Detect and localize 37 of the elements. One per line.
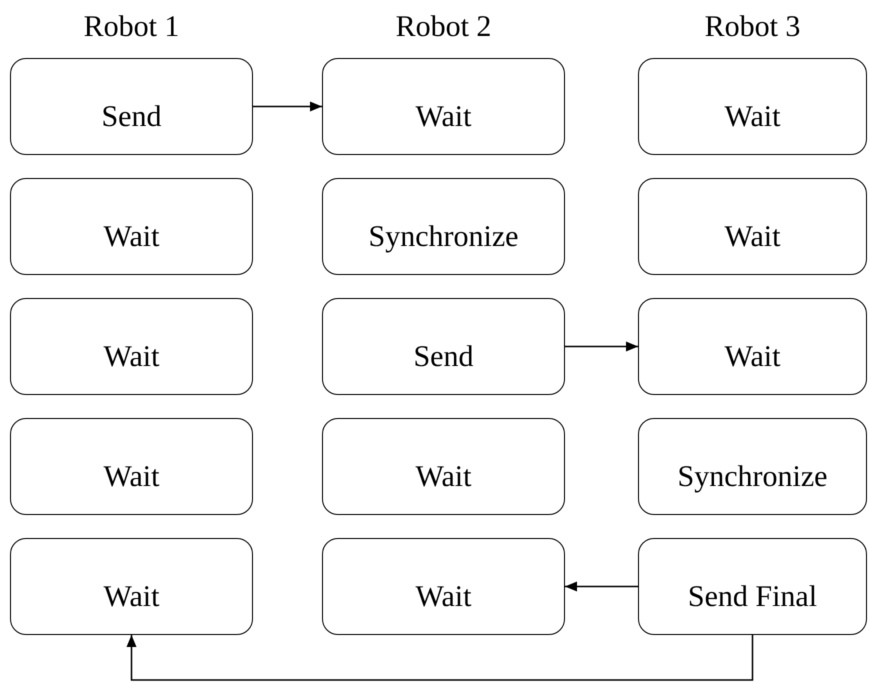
process-box (322, 418, 565, 515)
process-box (638, 178, 867, 275)
arrow (565, 342, 638, 352)
arrow (253, 102, 322, 112)
process-box (322, 298, 565, 395)
process-box (10, 298, 253, 395)
box-label: Synchronize (368, 222, 518, 252)
box-label: Wait (416, 462, 472, 492)
arrow (126, 635, 754, 681)
process-box (638, 418, 867, 515)
column-heading: Robot 3 (704, 12, 802, 42)
box-label: Wait (104, 462, 160, 492)
column-heading: Robot 2 (394, 12, 492, 42)
process-box (10, 178, 253, 275)
box-label: Wait (724, 342, 780, 372)
process-box (322, 178, 565, 275)
process-box (638, 538, 867, 635)
box-label: Wait (724, 102, 780, 132)
process-box (10, 418, 253, 515)
box-label: Wait (724, 222, 780, 252)
box-label: Wait (104, 342, 160, 372)
box-label: Wait (416, 582, 472, 612)
box-label: Wait (416, 102, 472, 132)
process-box (322, 538, 565, 635)
box-label: Send (102, 102, 162, 132)
process-box (638, 298, 867, 395)
box-label: Wait (104, 582, 160, 612)
box-label: Synchronize (678, 462, 828, 492)
arrow (565, 582, 638, 592)
process-box (10, 538, 253, 635)
box-label: Wait (104, 222, 160, 252)
box-label: Send Final (688, 582, 818, 612)
process-box (322, 58, 565, 155)
box-label: Send (414, 342, 474, 372)
process-box (10, 58, 253, 155)
column-heading: Robot 1 (82, 12, 180, 42)
process-box (638, 58, 867, 155)
